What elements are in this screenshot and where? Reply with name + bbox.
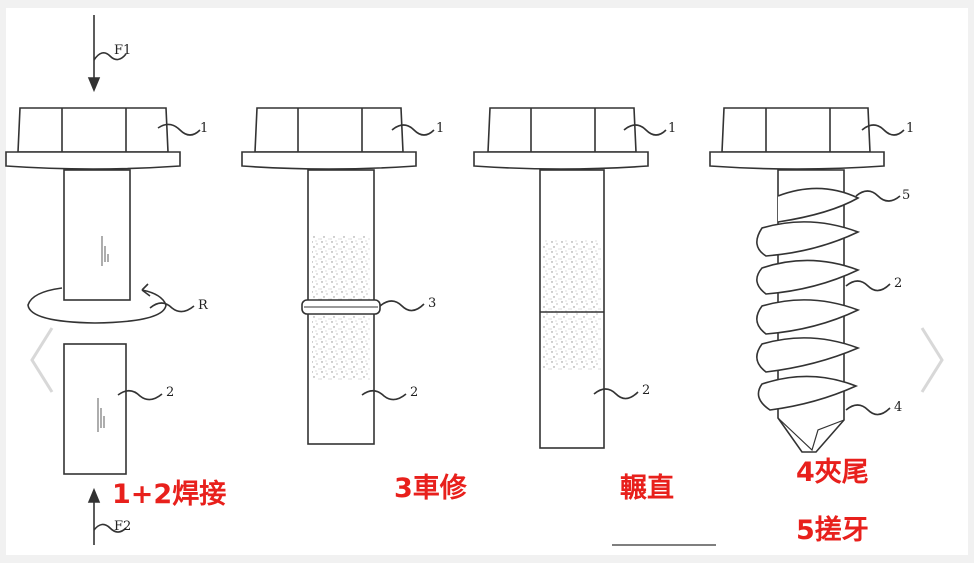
part-label-bolt2-shank: 2: [410, 385, 419, 400]
carousel-next-button[interactable]: [912, 320, 952, 400]
part-label-bolt3-head: 1: [668, 121, 677, 136]
bolt-4-head: [709, 107, 885, 170]
caption-pointing: 4夾尾: [796, 457, 869, 488]
caption-threading: 5搓牙: [796, 515, 869, 546]
carousel-prev-button[interactable]: [22, 320, 62, 400]
part-label-bolt2-head: 1: [436, 121, 445, 136]
part-label-bolt4-thread: 5: [902, 188, 911, 203]
bolt-1-upper-shank: [63, 169, 131, 301]
part-label-bolt4-shank: 2: [894, 276, 903, 291]
bolt-2-head: [241, 107, 417, 170]
force-label-f2: F2: [114, 519, 132, 534]
bolt-3-head: [473, 107, 649, 170]
part-label-bolt4-point: 4: [894, 400, 903, 415]
caption-straightening: 輾直: [620, 473, 674, 504]
caption-turning: 3車修: [394, 473, 467, 504]
part-label-bolt4-head: 1: [906, 121, 915, 136]
thread-flights: [756, 187, 861, 411]
chevron-right-icon: [920, 327, 944, 393]
caption-welding: 1+2焊接: [112, 479, 227, 510]
force-label-f1: F1: [114, 43, 132, 58]
bolt-1-head: [5, 107, 181, 170]
part-label-bolt1-shank: 2: [166, 385, 175, 400]
part-label-bolt1-head: 1: [200, 121, 209, 136]
rotation-arrow: [27, 287, 167, 324]
rotation-label-r: R: [198, 298, 208, 313]
bolt-1-lower-shank: [63, 343, 127, 475]
chevron-left-icon: [30, 327, 54, 393]
part-label-bolt3-shank: 2: [642, 383, 651, 398]
part-label-bolt2-ring: 3: [428, 296, 437, 311]
